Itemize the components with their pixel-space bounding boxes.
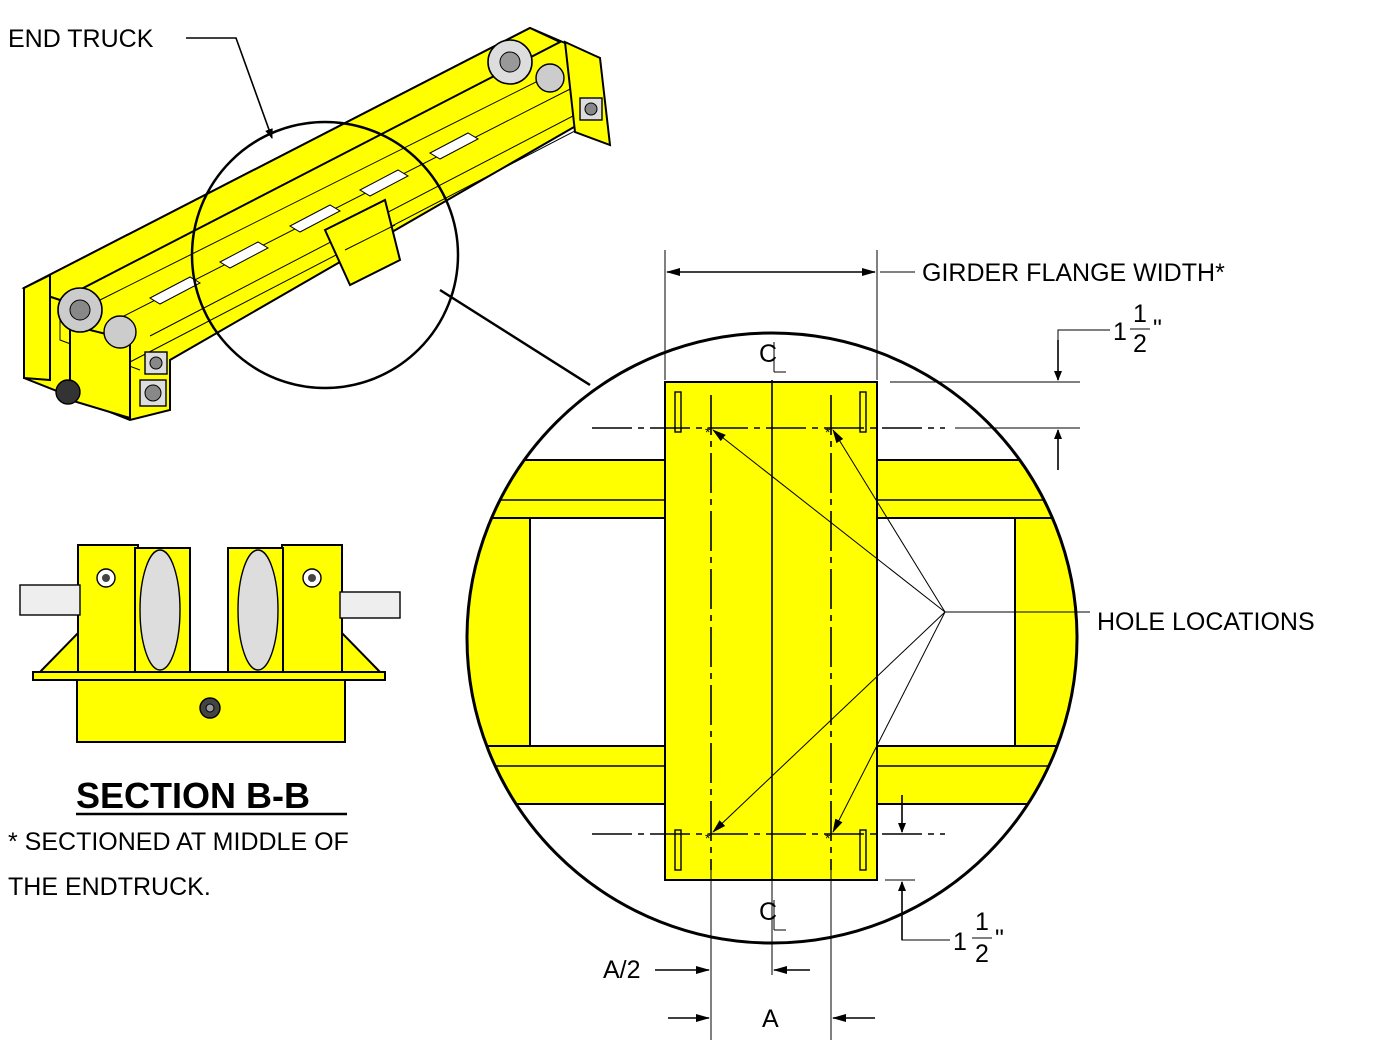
- svg-text:": ": [995, 925, 1004, 953]
- svg-text:1: 1: [953, 928, 967, 956]
- svg-text:*: *: [825, 424, 831, 440]
- dim-top-1-1-2: 1 1 2 ": [1113, 300, 1162, 358]
- a-label: A: [762, 1005, 779, 1033]
- end-truck-isometric: [21, 26, 612, 422]
- detail-leader-line: [439, 288, 591, 387]
- centerline-symbol-bottom: C: [759, 898, 786, 931]
- svg-text:2: 2: [1133, 330, 1147, 358]
- svg-text:1: 1: [1113, 318, 1127, 346]
- hole-locations-leaders: * * * *: [705, 424, 1090, 846]
- svg-text:*: *: [705, 830, 711, 846]
- svg-text:*: *: [825, 830, 831, 846]
- svg-text:1: 1: [1133, 300, 1147, 328]
- section-note-line1: * SECTIONED AT MIDDLE OF: [8, 828, 349, 856]
- girder-plate: [664, 381, 878, 881]
- a-half-label: A/2: [603, 956, 641, 984]
- svg-text:C: C: [759, 340, 777, 368]
- section-bb-drawing: [19, 544, 401, 743]
- centerline-symbol-top: C: [759, 340, 786, 373]
- end-truck-label: END TRUCK: [8, 25, 154, 53]
- section-title: SECTION B-B: [76, 775, 310, 816]
- svg-text:C: C: [759, 898, 777, 926]
- girder-flange-width-label: GIRDER FLANGE WIDTH*: [922, 259, 1225, 287]
- dim-bottom-1-1-2: 1 1 2 ": [953, 908, 1004, 968]
- svg-text:*: *: [705, 424, 711, 440]
- section-note-line2: THE ENDTRUCK.: [8, 873, 211, 901]
- svg-text:2: 2: [975, 940, 989, 968]
- detail-callout-circle: [190, 120, 460, 390]
- hole-locations-label: HOLE LOCATIONS: [1097, 608, 1315, 636]
- end-truck-leader: [186, 37, 273, 139]
- svg-text:": ": [1153, 315, 1162, 343]
- svg-text:1: 1: [975, 908, 989, 936]
